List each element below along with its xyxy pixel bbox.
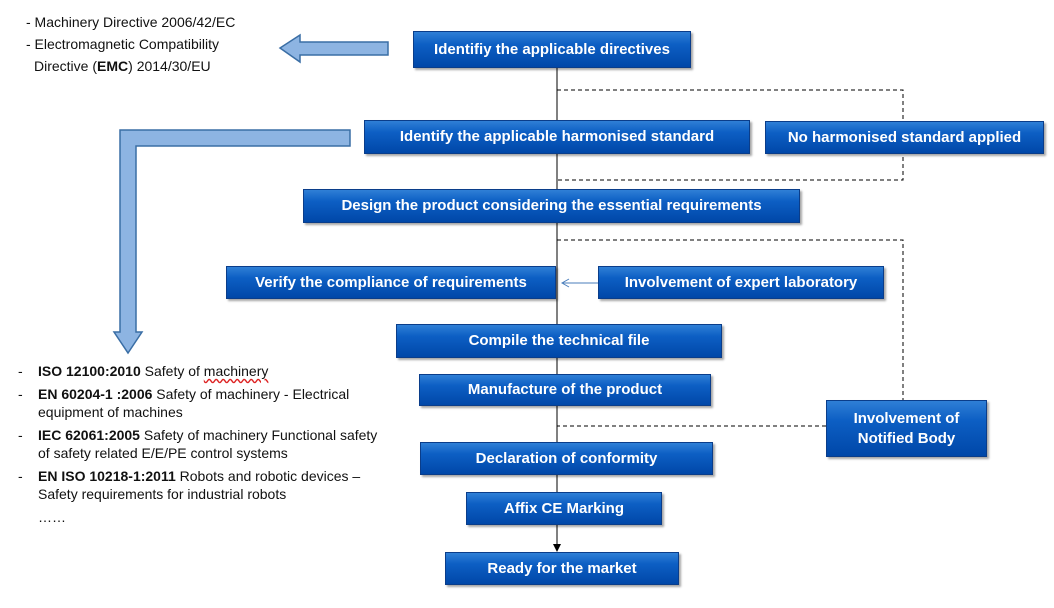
- step-identify-directives: Identifiy the applicable directives: [413, 31, 691, 68]
- list-dash: -: [18, 363, 23, 379]
- directives-list: - Machinery Directive 2006/42/EC - Elect…: [26, 11, 235, 77]
- step-ce-marking-label: Affix CE Marking: [503, 499, 624, 517]
- directive-emc-prefix: Directive (: [34, 58, 98, 74]
- step-manufacture-label: Manufacture of the product: [467, 381, 663, 398]
- standards-block-arrow: [112, 129, 351, 355]
- directive-emc-cont: Directive (EMC) 2014/30/EU: [26, 55, 235, 77]
- ellipsis-text: ……: [38, 509, 66, 525]
- standard-item: - EN 60204-1 :2006 Safety of machinery -…: [18, 385, 377, 421]
- standard-code: EN ISO 10218-1:2011: [38, 468, 176, 484]
- standard-title: Safety of machinery - Electrical: [152, 386, 350, 402]
- standard-item: - ISO 12100:2010 Safety of machinery: [18, 362, 377, 380]
- step-ready-label: Ready for the market: [487, 559, 637, 577]
- standard-item: - EN ISO 10218-1:2011 Robots and robotic…: [18, 467, 377, 503]
- standards-list: - ISO 12100:2010 Safety of machinery - E…: [18, 362, 377, 531]
- list-dash: -: [18, 386, 23, 402]
- step-expert-lab-label: Involvement of expert laboratory: [624, 273, 858, 291]
- standard-title-marked: machinery: [203, 363, 269, 379]
- step-manufacture: Manufacture of the product: [419, 374, 711, 406]
- step-technical-file: Compile the technical file: [396, 324, 722, 358]
- expert-lab-feedback-arrowhead: [560, 278, 570, 288]
- directive-emc: - Electromagnetic Compatibility: [26, 36, 219, 52]
- step-verify-label: Verify the compliance of requirements: [255, 273, 527, 291]
- standard-code: IEC 62061:2005: [38, 427, 140, 443]
- standard-title-cont: Safety requirements for industrial robot…: [38, 486, 287, 502]
- step-no-standard-label: No harmonised standard applied: [787, 128, 1022, 146]
- notified-body-dashed-branch: [557, 239, 904, 400]
- standard-title: Robots and robotic devices –: [175, 468, 361, 484]
- step-no-standard: No harmonised standard applied: [765, 121, 1044, 154]
- standard-title-cont: of safety related E/E/PE control systems: [38, 445, 288, 461]
- list-dash: -: [18, 427, 23, 443]
- standard-code: EN 60204-1 :2006: [38, 386, 153, 402]
- directive-emc-suffix: ) 2014/30/EU: [128, 58, 211, 74]
- standard-item: - IEC 62061:2005 Safety of machinery Fun…: [18, 426, 377, 462]
- step-design-label: Design the product considering the essen…: [341, 197, 762, 214]
- standard-title: Safety of: [140, 363, 204, 379]
- list-dash: -: [18, 468, 23, 484]
- standard-title: Safety of machinery Functional safety: [139, 427, 378, 443]
- step-identify-standard: Identify the applicable harmonised stand…: [364, 120, 750, 154]
- step-identify-standard-label: Identify the applicable harmonised stand…: [399, 128, 715, 145]
- step-declaration: Declaration of conformity: [420, 442, 713, 475]
- step-technical-file-label: Compile the technical file: [468, 332, 650, 349]
- directive-machinery: - Machinery Directive 2006/42/EC: [26, 14, 236, 30]
- step-design: Design the product considering the essen…: [303, 189, 800, 223]
- no-standard-dashed-branch: [557, 89, 904, 181]
- step-declaration-label: Declaration of conformity: [475, 449, 658, 467]
- step-ready: Ready for the market: [445, 552, 679, 585]
- step-identify-directives-label: Identifiy the applicable directives: [434, 40, 670, 58]
- final-arrowhead: [553, 544, 561, 552]
- step-ce-marking: Affix CE Marking: [466, 492, 662, 525]
- directive-emc-abbrev: EMC: [97, 58, 129, 74]
- standards-ellipsis: ……: [18, 508, 377, 526]
- step-verify: Verify the compliance of requirements: [226, 266, 556, 299]
- step-expert-lab: Involvement of expert laboratory: [598, 266, 884, 299]
- standard-title-cont: equipment of machines: [38, 404, 183, 420]
- step-notified-body-line1: Involvement of: [853, 409, 960, 427]
- step-notified-body: Involvement of Notified Body: [826, 400, 987, 457]
- standard-code: ISO 12100:2010: [38, 363, 141, 379]
- directives-block-arrow: [278, 33, 389, 64]
- step-notified-body-line2: Notified Body: [857, 429, 956, 447]
